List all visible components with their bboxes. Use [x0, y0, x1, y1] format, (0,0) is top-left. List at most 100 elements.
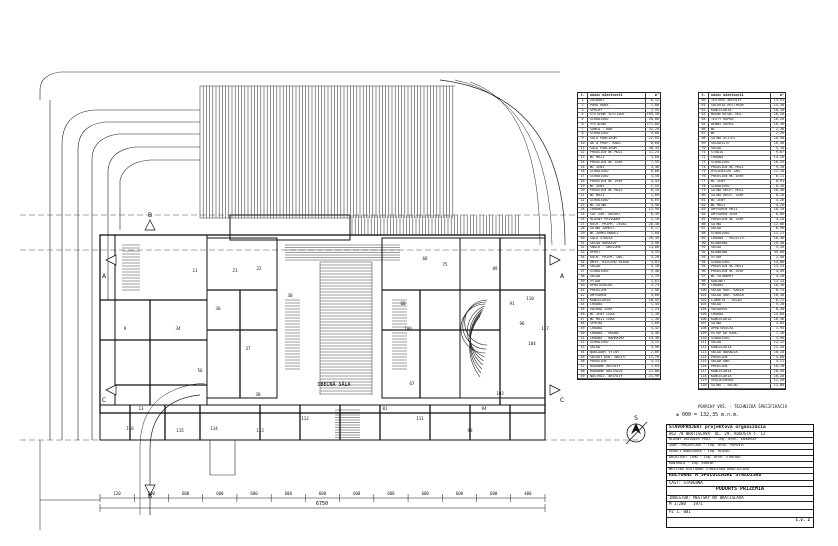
room-name: WC MUŽI LEBA [590, 317, 615, 321]
room-name: SKLAD [711, 303, 722, 307]
room-number: 103 [699, 302, 709, 307]
title-block: STAVOPROJEKT projektová organizácia 862 … [666, 424, 814, 528]
room-area: 3,96 [645, 345, 660, 350]
room-area: 16,20 [770, 117, 785, 122]
room-number: 34 [578, 255, 588, 260]
room-name: KLUBOVŇA [711, 251, 728, 254]
road-curve-b [77, 121, 200, 440]
room-number: 100 [699, 288, 709, 293]
room-area: 19,40 [770, 241, 785, 246]
room-name: UPRAT. [590, 251, 603, 254]
room-number: 111 [699, 340, 709, 345]
room-name: KANCELÁRIA [590, 298, 611, 302]
dimension-label: 600 [353, 491, 361, 496]
room-area: 13,14 [770, 279, 785, 284]
room-number-label: 67 [409, 381, 415, 386]
room-name: SKLADOVÁ [711, 308, 728, 311]
room-name: SNACK - OBSLUHA [590, 246, 621, 250]
room-number: 70 [699, 146, 709, 151]
room-name: SCHODISKO [590, 198, 609, 202]
room-name: CHODBA [711, 284, 724, 288]
room-number: 107 [699, 321, 709, 326]
room-number: 17 [578, 174, 588, 179]
room-name: SCHODISKO [590, 175, 609, 178]
room-name: SPRCHY [590, 108, 603, 112]
room-area: 10,18 [770, 364, 785, 369]
dimension-label: 600 [422, 491, 430, 496]
room-number: 88 [699, 231, 709, 236]
room-number-label: 116 [126, 426, 134, 431]
room-number-label: 36 [215, 306, 221, 311]
room-number: 37 [578, 269, 588, 274]
room-area: 1,56 [645, 288, 660, 293]
room-name: VÝSTAVNÉ VESTIBUL [590, 113, 625, 117]
room-number: 12 [578, 150, 588, 155]
room-area: 4,11 [770, 359, 785, 364]
room-number: 58 [578, 369, 588, 374]
room-area: 5,20 [770, 245, 785, 250]
room-area: 1,66 [645, 321, 660, 326]
room-number-label: 115 [176, 428, 184, 433]
room-area: 9,07 [770, 150, 785, 155]
room-number: 106 [699, 317, 709, 322]
room-area: 13,14 [770, 264, 785, 269]
room-number-label: 22 [256, 266, 262, 271]
room-number: 3 [578, 108, 588, 113]
room-name: SKLAD HOR. KABÍN [711, 289, 744, 292]
room-number: 64 [699, 117, 709, 122]
room-number-label: 68 [422, 256, 428, 261]
room-name: ŠATŇA - SKLAD [711, 384, 738, 387]
room-number: 61 [699, 103, 709, 108]
room-area: 28,40 [645, 222, 660, 227]
road-curve-a [61, 109, 200, 440]
room-name: SKLAD [711, 246, 722, 250]
room-number-label: 114 [210, 426, 218, 431]
auditorium-row [462, 301, 487, 350]
north-arrow-icon [625, 421, 648, 445]
room-name: SKLAD OBRAZOV [590, 241, 617, 245]
room-name: PREDSIEŇ WC ŽENY [711, 270, 744, 273]
room-number: 86 [699, 222, 709, 227]
room-area: 2,52 [645, 184, 660, 189]
room-area: 3,05 [770, 321, 785, 326]
room-name: NÁSTROJ. ARCHÍVY [590, 374, 623, 378]
auditorium-row [469, 315, 481, 378]
auditorium-row [467, 305, 485, 358]
room-number-label: 103 [496, 391, 504, 396]
room-number: 60 [699, 98, 709, 103]
room-name: SKLAD OBR. KABÍN [711, 293, 744, 297]
room-area: 4,60 [770, 355, 785, 360]
section-marker-label: B [148, 493, 152, 500]
room-name: PREDSIEŇ WC MUŽI [711, 165, 744, 169]
room-area: 10,44 [770, 369, 785, 374]
room-number: 18 [578, 179, 588, 184]
room-name: SOLARIÁ RÉSTYKUR [711, 103, 744, 107]
room-number: 41 [578, 288, 588, 293]
room-area: 4,26 [770, 203, 785, 208]
